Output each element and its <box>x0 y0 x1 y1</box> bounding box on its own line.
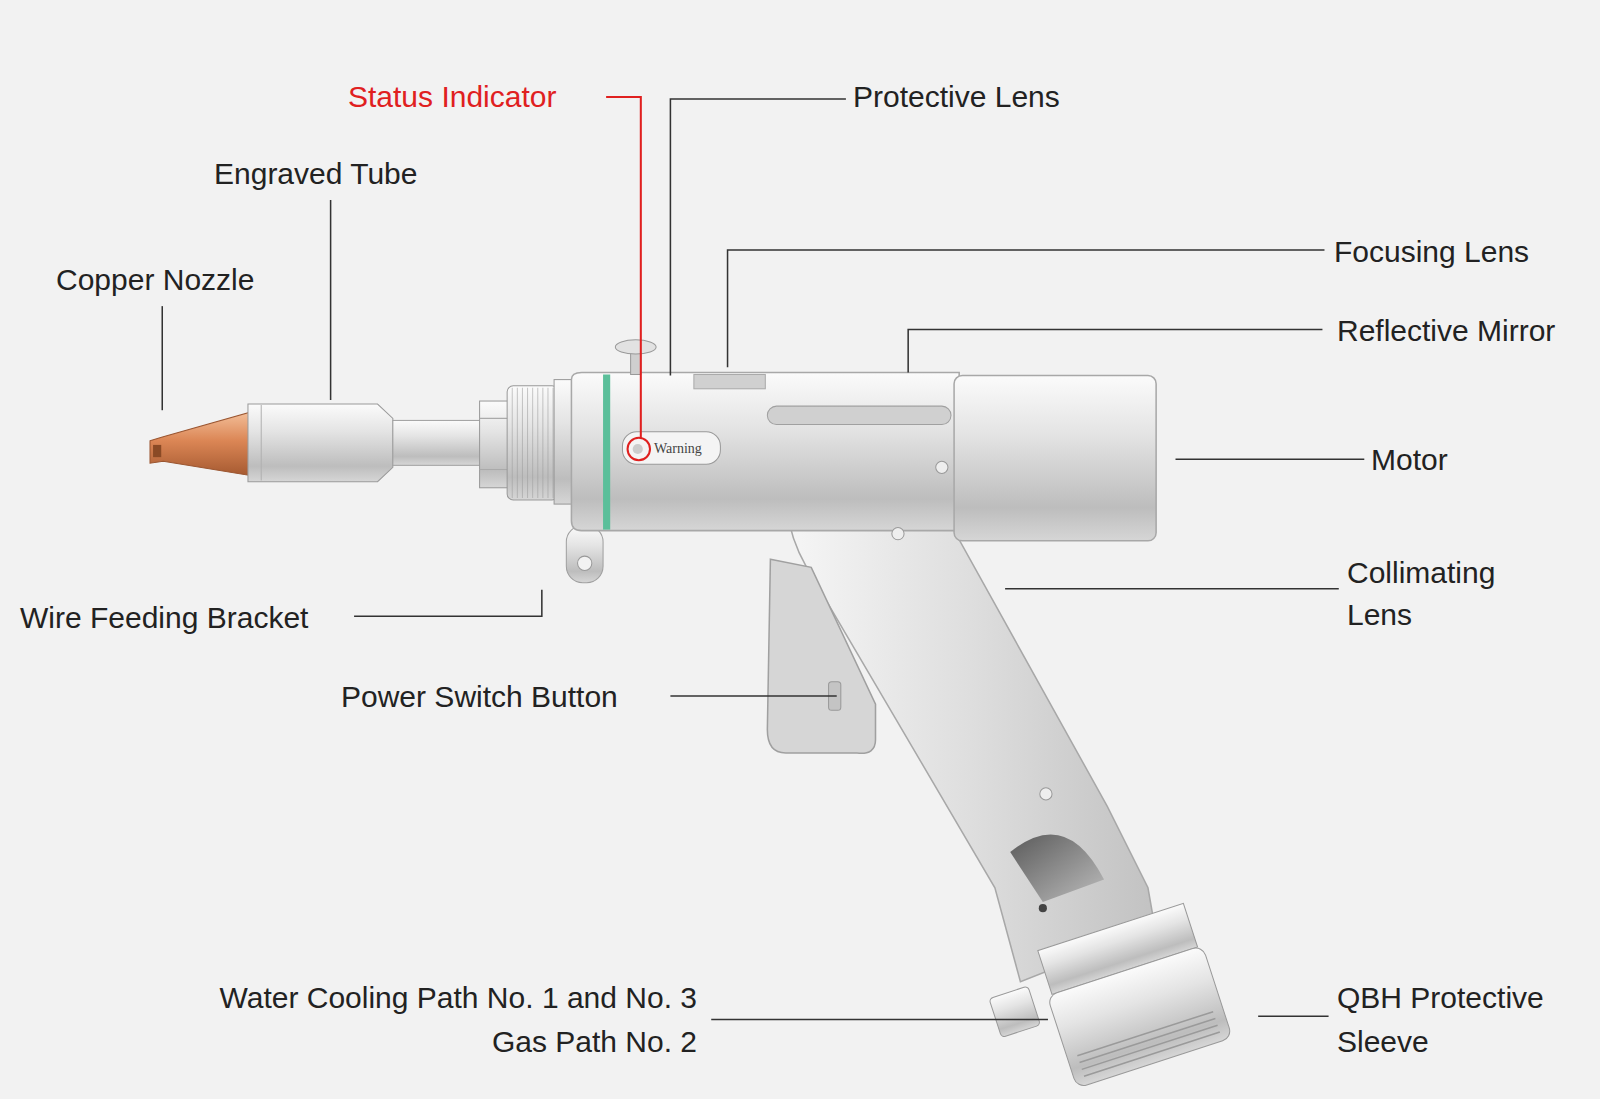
leader-lines-part <box>728 250 1325 367</box>
part-label: Protective Lens <box>853 77 1060 117</box>
handle-part <box>1040 788 1052 800</box>
wire-feeding-bracket-part <box>578 556 592 570</box>
illustration-part-part <box>1047 945 1232 1088</box>
part-label: Gas Path No. 2 <box>492 1022 697 1062</box>
head-body-part <box>571 372 959 530</box>
leader-lines-part <box>1005 588 1339 590</box>
nozzle-and-tube-part <box>393 420 485 465</box>
trigger-part <box>767 559 875 753</box>
leader-lines-part <box>670 99 846 376</box>
nozzle-and-tube-part <box>554 380 572 504</box>
head-body-part <box>633 444 643 454</box>
head-body-part <box>603 375 610 530</box>
status-leader-part <box>606 97 641 438</box>
illustration-part <box>980 902 1233 1099</box>
wire-feeding-bracket <box>566 526 603 583</box>
nozzle-and-tube <box>150 380 572 504</box>
nozzle-and-tube-part <box>153 445 161 457</box>
part-label: Power Switch Button <box>341 677 618 717</box>
illustration-part-part <box>1077 1012 1219 1077</box>
handle-part <box>1010 834 1104 902</box>
leader-lines-part <box>1176 458 1365 460</box>
nozzle-and-tube-part <box>512 388 553 498</box>
leader-lines-part <box>711 1019 1048 1021</box>
head-body-part <box>622 432 720 465</box>
nozzle-and-tube-part <box>248 404 393 482</box>
leader-lines-part <box>670 695 836 697</box>
part-label: Collimating Lens <box>1347 552 1537 636</box>
leader-lines <box>162 99 1364 1019</box>
head-body-part <box>954 376 1156 541</box>
badge-text: Warning <box>654 440 702 458</box>
part-label: QBH Protective Sleeve <box>1337 976 1587 1064</box>
part-label: Wire Feeding Bracket <box>20 598 308 638</box>
status-leader-part <box>628 438 650 460</box>
nozzle-and-tube-part <box>507 386 558 500</box>
nozzle-and-tube-part <box>480 401 511 488</box>
head-body-part <box>892 528 904 540</box>
nozzle-and-tube-part <box>261 405 262 481</box>
head-body-part <box>767 406 951 424</box>
status-leader <box>606 97 650 460</box>
handle-part <box>1039 904 1047 912</box>
part-label: Copper Nozzle <box>56 260 254 300</box>
head-body-part <box>615 340 656 354</box>
part-label: Focusing Lens <box>1334 232 1529 272</box>
qbh-connector <box>980 902 1233 1099</box>
part-label: Engraved Tube <box>214 154 417 194</box>
wire-feeding-bracket-part <box>566 526 603 583</box>
leader-lines-part <box>161 306 163 410</box>
leader-lines-part <box>354 590 542 617</box>
nozzle-and-tube-part <box>480 418 511 469</box>
part-label: Motor <box>1371 440 1448 480</box>
leader-lines-part <box>330 200 332 400</box>
head-body-part <box>936 461 948 473</box>
head-body <box>571 340 1156 541</box>
nozzle-and-tube-part <box>150 412 250 475</box>
part-label: Reflective Mirror <box>1337 311 1555 351</box>
leader-lines-part <box>908 330 1322 373</box>
trigger <box>767 559 875 753</box>
leader-lines-part <box>1258 1016 1328 1018</box>
illustration-part-part <box>989 986 1040 1037</box>
part-label: Water Cooling Path No. 1 and No. 3 <box>220 978 697 1018</box>
part-label: Status Indicator <box>348 77 556 117</box>
head-body-part <box>694 375 765 389</box>
